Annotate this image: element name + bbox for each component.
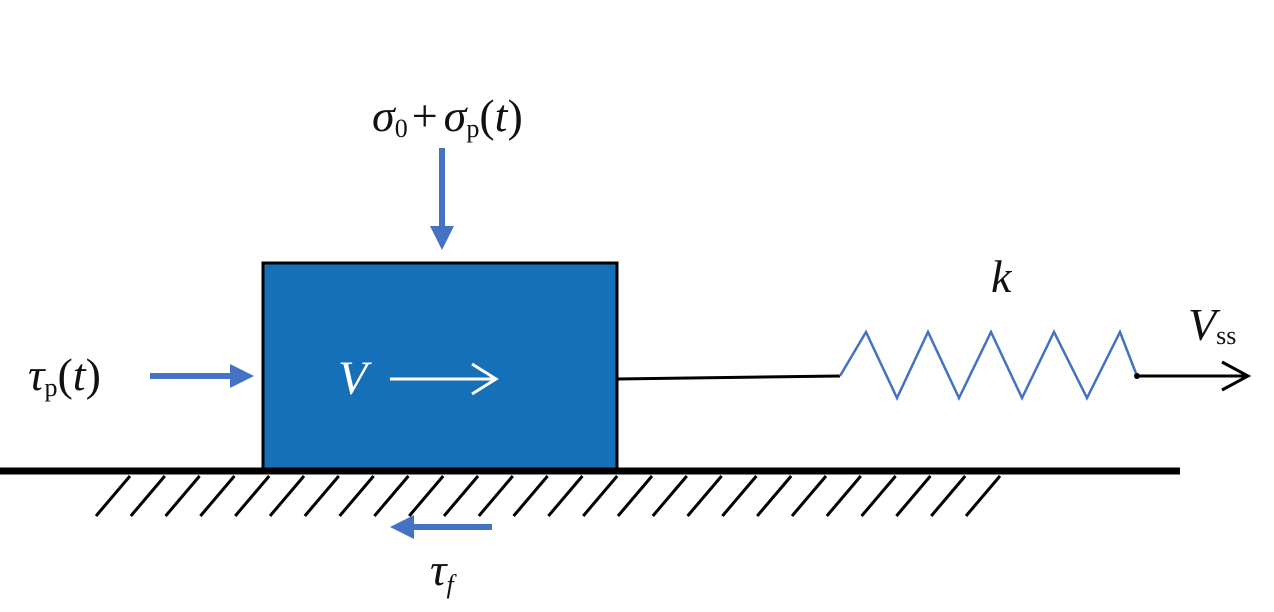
hatch-line <box>303 475 340 517</box>
hatch-line <box>129 475 166 517</box>
hatch-line <box>930 475 967 517</box>
hatch-line <box>686 475 723 517</box>
velocity-arrow-icon <box>390 362 499 396</box>
hatch-line <box>616 475 654 517</box>
load-velocity-arrow-icon <box>1137 360 1252 392</box>
hatch-line <box>756 475 793 517</box>
shear-perturbation-label: τp(t) <box>28 349 101 402</box>
hatch-line <box>651 475 688 517</box>
hatch-line <box>442 475 480 517</box>
hatch-line <box>164 475 201 517</box>
hatch-line <box>964 475 1002 517</box>
connecting-rod <box>616 374 841 381</box>
hatch-line <box>721 475 758 517</box>
friction-label: τf <box>430 544 457 599</box>
sliding-block <box>261 261 619 471</box>
stiffness-label: k <box>991 251 1013 302</box>
hatch-line <box>477 475 514 517</box>
hatch-line <box>895 475 932 517</box>
hatch-line <box>408 475 445 517</box>
hatch-line <box>790 475 828 517</box>
arrow-right-icon <box>150 364 254 388</box>
ground-hatching <box>94 475 1002 517</box>
hatch-line <box>547 475 584 517</box>
hatch-line <box>373 475 410 517</box>
block-velocity-label: V <box>338 352 372 405</box>
arrow-down-icon <box>430 148 454 250</box>
load-velocity-label: Vss <box>1188 299 1236 350</box>
hatch-line <box>234 475 271 517</box>
hatch-line <box>199 475 236 517</box>
spring <box>838 328 1139 401</box>
hatch-line <box>512 475 549 517</box>
hatch-line <box>582 475 619 517</box>
hatch-line <box>860 475 897 517</box>
hatch-line <box>268 475 306 517</box>
normal-stress-label: σ0+σp(t) <box>372 90 523 143</box>
hatch-line <box>338 475 375 517</box>
hatch-line <box>94 475 132 517</box>
arrow-left-icon <box>390 515 492 539</box>
hatch-line <box>825 475 862 517</box>
